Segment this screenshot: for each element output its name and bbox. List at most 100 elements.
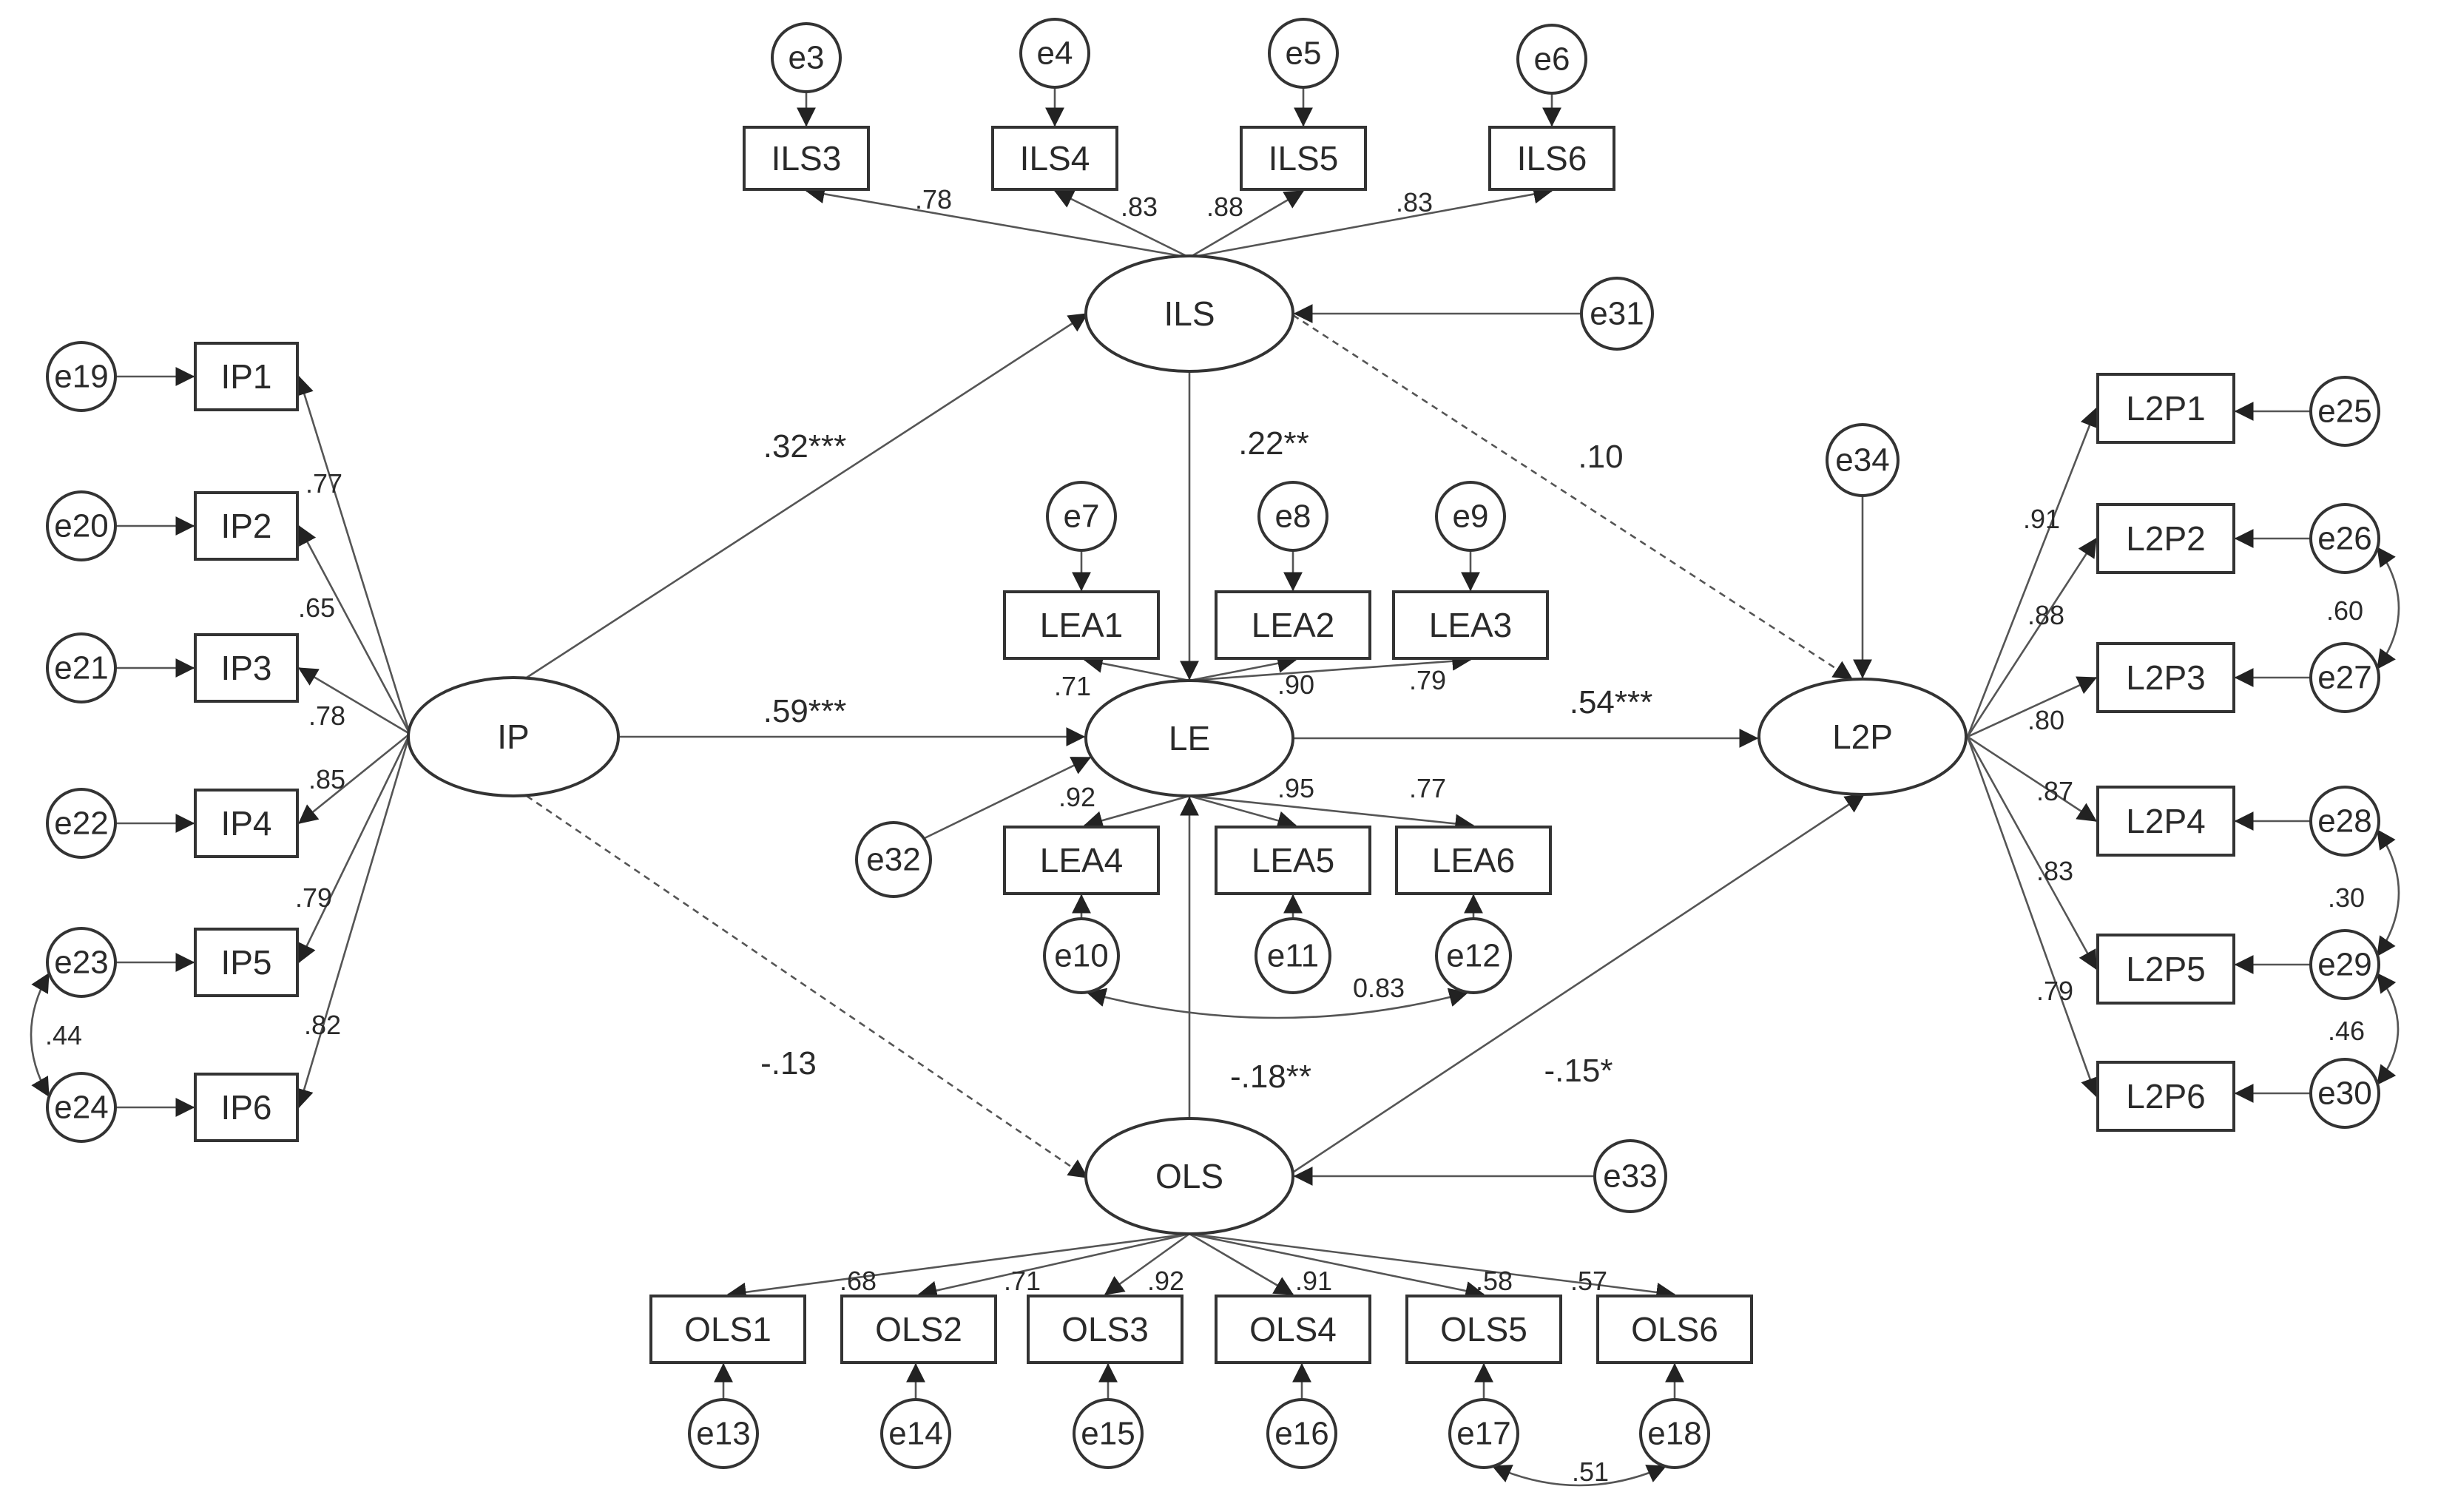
loading-arrow-ols5 bbox=[1189, 1232, 1485, 1300]
loading-ip5: .79 bbox=[295, 882, 332, 913]
indicator-l2p4: L2P4 bbox=[2096, 786, 2235, 857]
cov-e26-e27: .60 bbox=[2326, 595, 2363, 626]
path-ols-le: -.18** bbox=[1230, 1059, 1311, 1095]
indicator-ip5: IP5 bbox=[194, 928, 299, 997]
indicator-lea5-label: LEA5 bbox=[1252, 841, 1335, 880]
path-ols-l2p: -.15* bbox=[1544, 1053, 1613, 1089]
indicator-ip2: IP2 bbox=[194, 491, 299, 561]
path-ils-le: .22** bbox=[1238, 425, 1309, 462]
indicator-ip6: IP6 bbox=[194, 1073, 299, 1142]
indicator-ols3: OLS3 bbox=[1027, 1295, 1183, 1364]
loading-arrow-ip4 bbox=[297, 732, 411, 825]
indicator-ils3: ILS3 bbox=[743, 126, 870, 191]
error-e19-label: e19 bbox=[54, 359, 108, 395]
path-ip-ils: .32*** bbox=[763, 428, 847, 465]
error-e3-label: e3 bbox=[789, 40, 825, 76]
indicator-ols6: OLS6 bbox=[1596, 1295, 1753, 1364]
indicator-ip4: IP4 bbox=[194, 789, 299, 858]
indicator-ols3-label: OLS3 bbox=[1061, 1310, 1149, 1349]
error-e13: e13 bbox=[688, 1398, 759, 1469]
error-e25: e25 bbox=[2309, 376, 2380, 447]
loading-arrow-ip2 bbox=[297, 524, 411, 735]
error-e11-label: e11 bbox=[1267, 938, 1319, 974]
indicator-ip1-label: IP1 bbox=[220, 357, 271, 396]
loading-arrow-ils5 bbox=[1189, 189, 1305, 259]
indicator-lea5: LEA5 bbox=[1215, 826, 1371, 895]
error-e15-label: e15 bbox=[1081, 1416, 1135, 1452]
error-e5: e5 bbox=[1268, 18, 1339, 89]
loading-arrow-lea5 bbox=[1189, 794, 1297, 830]
path-arrow-ip-ols bbox=[526, 794, 1089, 1179]
indicator-l2p6-label: L2P6 bbox=[2126, 1077, 2205, 1116]
path-ip-le: .59*** bbox=[763, 693, 847, 729]
loading-lea3: .79 bbox=[1409, 665, 1446, 695]
loading-ils6: .83 bbox=[1396, 187, 1433, 217]
error-e4-label: e4 bbox=[1037, 36, 1073, 72]
error-e7: e7 bbox=[1046, 481, 1117, 552]
loading-arrow-lea6 bbox=[1189, 794, 1475, 834]
error-e12: e12 bbox=[1435, 917, 1512, 994]
error-e23: e23 bbox=[46, 927, 117, 998]
error-e14: e14 bbox=[880, 1398, 951, 1469]
loading-ils4: .83 bbox=[1121, 192, 1158, 222]
indicator-ip1: IP1 bbox=[194, 342, 299, 411]
error-e24: e24 bbox=[46, 1072, 117, 1143]
indicator-ols4: OLS4 bbox=[1215, 1295, 1371, 1364]
error-e22-label: e22 bbox=[54, 806, 108, 842]
cov-e23-e24: .44 bbox=[45, 1020, 82, 1050]
cov-curve-e23-e24 bbox=[30, 972, 50, 1098]
error-e25-label: e25 bbox=[2317, 394, 2371, 430]
loading-lea4: .92 bbox=[1058, 782, 1095, 812]
indicator-l2p3: L2P3 bbox=[2096, 642, 2235, 713]
error-e18-label: e18 bbox=[1647, 1416, 1701, 1452]
error-e13-label: e13 bbox=[696, 1416, 750, 1452]
indicator-l2p5-label: L2P5 bbox=[2126, 950, 2205, 988]
error-e24-label: e24 bbox=[54, 1090, 108, 1126]
indicator-lea3-label: LEA3 bbox=[1429, 606, 1513, 644]
loading-lea5: .95 bbox=[1277, 773, 1314, 803]
error-e23-label: e23 bbox=[54, 945, 108, 981]
error-e31: e31 bbox=[1580, 277, 1654, 351]
loading-arrow-ils6 bbox=[1189, 184, 1553, 259]
error-e18: e18 bbox=[1639, 1398, 1710, 1469]
error-e32-label: e32 bbox=[866, 842, 920, 878]
latent-le: LE bbox=[1084, 679, 1294, 797]
loading-arrow-l2p3 bbox=[1967, 676, 2098, 738]
indicator-ils6-label: ILS6 bbox=[1517, 139, 1587, 178]
error-e26: e26 bbox=[2309, 503, 2380, 574]
indicator-l2p2-label: L2P2 bbox=[2126, 519, 2205, 558]
indicator-ils5-label: ILS5 bbox=[1269, 139, 1339, 178]
error-e26-label: e26 bbox=[2317, 521, 2371, 557]
cov-curve-e17-e18 bbox=[1491, 1465, 1667, 1487]
indicator-ils5: ILS5 bbox=[1240, 126, 1367, 191]
error-e4: e4 bbox=[1019, 18, 1090, 89]
cov-e17-e18: .51 bbox=[1572, 1457, 1609, 1487]
loading-arrow-ip6 bbox=[294, 733, 411, 1109]
loading-ols3: .92 bbox=[1147, 1266, 1184, 1296]
loading-l2p3: .80 bbox=[2027, 705, 2064, 735]
loading-arrow-lea2 bbox=[1189, 653, 1297, 682]
loading-ip6: .82 bbox=[304, 1010, 341, 1040]
error-e9-label: e9 bbox=[1453, 499, 1489, 535]
indicator-ols2-label: OLS2 bbox=[875, 1310, 962, 1349]
error-e7-label: e7 bbox=[1064, 499, 1100, 535]
error-e27-label: e27 bbox=[2317, 660, 2371, 696]
nodes-layer: IP ILS LE OLS L2P ILS3 ILS4 ILS5 ILS6 IP… bbox=[46, 18, 2380, 1469]
path-arrow-ils-l2p bbox=[1292, 314, 1854, 681]
error-e20: e20 bbox=[46, 490, 117, 561]
indicator-ols6-label: OLS6 bbox=[1631, 1310, 1718, 1349]
path-le-l2p: .54*** bbox=[1570, 684, 1653, 720]
indicator-lea6: LEA6 bbox=[1395, 826, 1552, 895]
indicator-ip3-label: IP3 bbox=[220, 649, 271, 687]
indicator-lea2-label: LEA2 bbox=[1252, 606, 1335, 644]
path-arrow-ip-ils bbox=[526, 312, 1089, 679]
indicator-ils6: ILS6 bbox=[1488, 126, 1615, 191]
loading-arrow-ols4 bbox=[1189, 1232, 1294, 1296]
indicator-ip3: IP3 bbox=[194, 633, 299, 703]
indicator-l2p5: L2P5 bbox=[2096, 934, 2235, 1005]
path-arrow-ols-l2p bbox=[1291, 793, 1865, 1175]
loading-arrow-lea4 bbox=[1083, 794, 1190, 830]
indicator-lea3: LEA3 bbox=[1392, 590, 1549, 660]
loading-arrow-ols3 bbox=[1104, 1232, 1190, 1296]
loading-l2p5: .83 bbox=[2036, 856, 2073, 886]
